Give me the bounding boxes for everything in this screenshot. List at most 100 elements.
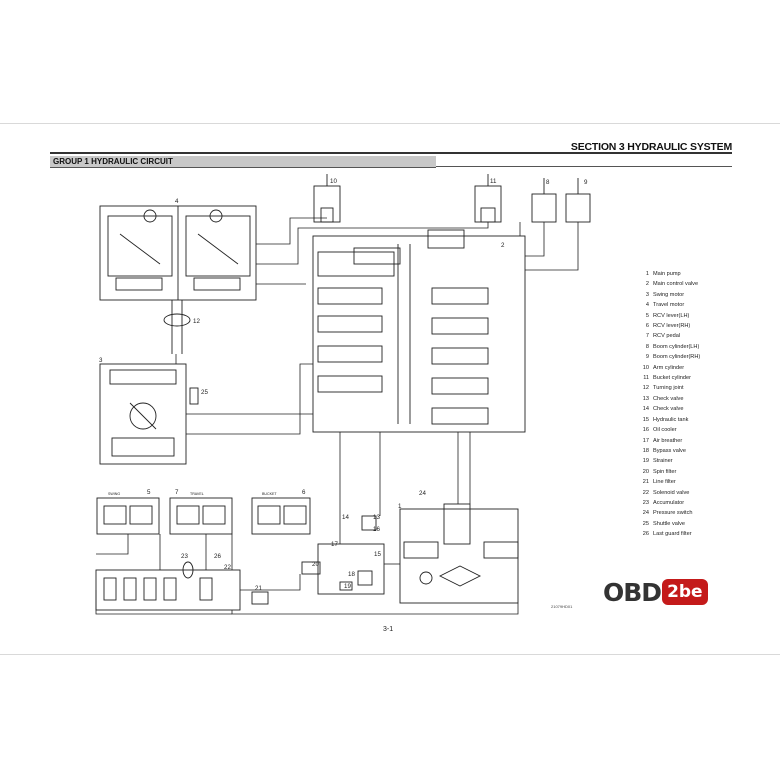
callout-16: 16 (373, 526, 380, 533)
legend-item-number: 2 (645, 281, 649, 288)
legend-item-name: Accumulator (653, 499, 685, 506)
callout-25: 25 (201, 389, 208, 396)
legend-item: 10 Arm cylinder (631, 363, 700, 373)
pedal-label-travel: TRAVEL (190, 492, 204, 496)
legend-item-name: Arm cylinder (653, 364, 685, 371)
legend-item-name: Last guard filter (653, 531, 692, 538)
legend-item-number: 8 (645, 343, 649, 350)
callout-23: 23 (181, 553, 188, 560)
legend-item-name: Air breather (653, 437, 683, 444)
callout-5: 5 (147, 489, 151, 496)
legend-item-name: Turning joint (653, 385, 684, 392)
shuttle-valve (189, 387, 199, 405)
legend-item: 12 Turning joint (631, 383, 700, 393)
callout-14: 14 (342, 514, 349, 521)
callout-10: 10 (330, 178, 337, 185)
hydraulic-tank-area (301, 515, 385, 595)
legend-item-number: 26 (642, 531, 649, 538)
hydraulic-lines (95, 217, 579, 615)
legend-item-name: Shuttle valve (653, 520, 686, 527)
obd2be-watermark-logo: OBD 2be (603, 577, 708, 607)
header-rule (50, 152, 732, 154)
legend-item-name: Solenoid valve (653, 489, 690, 496)
legend-item-number: 9 (645, 354, 649, 361)
group-title-bar: GROUP 1 HYDRAULIC CIRCUIT (50, 156, 436, 168)
rcv-pedal (169, 497, 233, 535)
pedal-label-bucket: BUCKET (262, 492, 277, 496)
bucket-cylinder (474, 174, 502, 223)
legend-item-name: Spin filter (653, 468, 677, 475)
callout-24: 24 (419, 490, 426, 497)
main-control-valve (312, 229, 526, 433)
legend-item-number: 25 (642, 520, 649, 527)
manual-page: SECTION 3 HYDRAULIC SYSTEM GROUP 1 HYDRA… (0, 123, 780, 655)
rcv-lever-lh (96, 497, 160, 535)
callout-2: 2 (501, 242, 505, 249)
legend-item-number: 19 (642, 458, 649, 465)
legend-item-number: 24 (642, 510, 649, 517)
document-code: 21079HD01 (551, 604, 573, 609)
legend-item-number: 21 (642, 479, 649, 486)
legend-item-name: Strainer (653, 458, 673, 465)
header-thin-rule (436, 166, 732, 167)
legend-item: 2 Main control valve (631, 279, 700, 289)
group-title: GROUP 1 HYDRAULIC CIRCUIT (53, 157, 173, 166)
legend-item-name: RCV lever(LH) (653, 312, 690, 319)
legend-item-name: Main control valve (653, 281, 699, 288)
legend-item: 25 Shuttle valve (631, 519, 700, 529)
callout-13: 13 (373, 514, 380, 521)
boom-cylinder-lh (531, 178, 557, 223)
legend-item-name: Check valve (653, 406, 684, 413)
legend-item: 21 Line filter (631, 477, 700, 487)
legend-item-number: 5 (645, 312, 649, 319)
legend-item-name: Oil cooler (653, 427, 677, 434)
rcv-lever-rh (251, 497, 311, 535)
legend-item-name: Travel motor (653, 302, 685, 309)
callout-19: 19 (344, 583, 351, 590)
legend-item-number: 7 (645, 333, 649, 340)
legend-item-number: 18 (642, 447, 649, 454)
legend-item-number: 23 (642, 499, 649, 506)
logo-2be-text: 2be (662, 579, 708, 605)
callout-17: 17 (331, 541, 338, 548)
legend-item-name: RCV lever(RH) (653, 323, 691, 330)
legend-item-name: Main pump (653, 271, 681, 277)
callout-3: 3 (99, 357, 103, 364)
legend-item-number: 16 (642, 427, 649, 434)
logo-obd-text: OBD (603, 577, 662, 607)
legend-item: 23 Accumulator (631, 498, 700, 508)
legend-item-name: Bucket cylinder (653, 375, 691, 382)
legend-item-name: RCV pedal (653, 333, 681, 340)
callout-6: 6 (302, 489, 306, 496)
hydraulic-circuit-diagram: SWING TRAVEL BUCKET 1 2 3 4 5 6 7 8 9 10… (95, 174, 591, 615)
legend-item-number: 1 (645, 271, 649, 277)
callout-1: 1 (398, 503, 402, 510)
callout-21: 21 (255, 585, 262, 592)
callout-15: 15 (374, 551, 381, 558)
legend-item-number: 6 (645, 323, 649, 330)
page-number: 3-1 (383, 626, 394, 633)
legend-item-name: Line filter (653, 479, 676, 486)
legend-item-name: Hydraulic tank (653, 416, 689, 423)
callout-4: 4 (175, 198, 179, 205)
legend-item-number: 22 (642, 489, 649, 496)
legend-item-number: 4 (645, 302, 649, 309)
legend-item: 6 RCV lever(RH) (631, 321, 700, 331)
callout-9: 9 (584, 179, 588, 186)
section-title: SECTION 3 HYDRAULIC SYSTEM (570, 141, 732, 153)
legend-item: 7 RCV pedal (631, 331, 700, 341)
legend-item-number: 12 (642, 385, 649, 392)
main-pump (399, 503, 519, 604)
legend-item-number: 10 (642, 364, 649, 371)
line-filter (251, 591, 269, 605)
legend-item: 5 RCV lever(LH) (631, 311, 700, 321)
